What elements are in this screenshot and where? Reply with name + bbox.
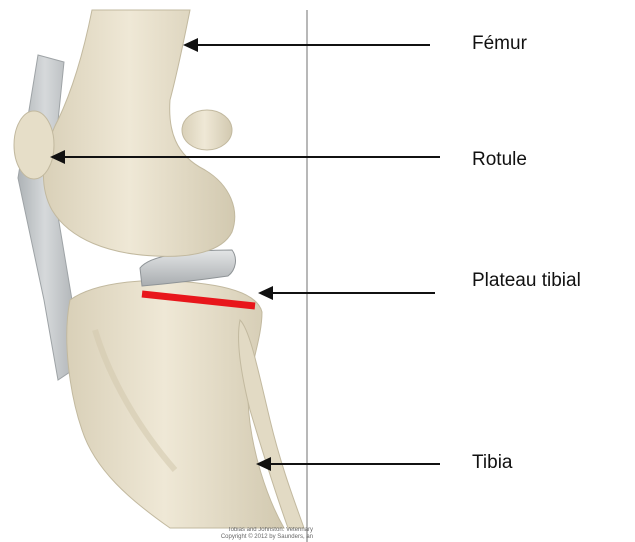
image-credit: Tobias and Johnston: Veterinary Copyrigh… (195, 527, 313, 541)
credit-line-1: Tobias and Johnston: Veterinary (195, 527, 313, 534)
tibia-label: Tibia (472, 452, 512, 474)
rotule-label: Rotule (472, 149, 527, 171)
fabella (182, 110, 232, 150)
credit-line-2: Copyright © 2012 by Saunders, an (195, 534, 313, 541)
plateau-tibial-label: Plateau tibial (472, 270, 581, 292)
patella (14, 111, 54, 179)
femur-label: Fémur (472, 33, 527, 55)
